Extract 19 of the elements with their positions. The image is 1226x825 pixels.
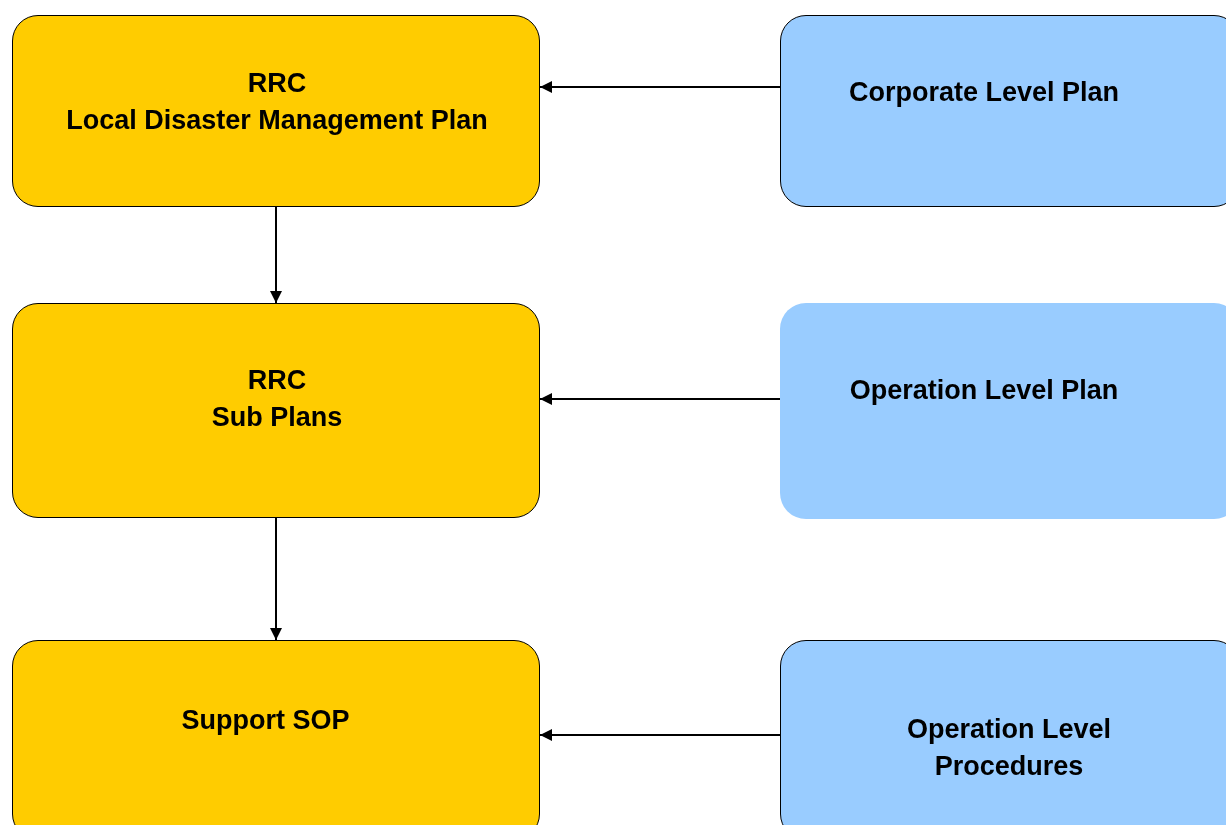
node-label: Operation Level Procedures	[905, 713, 1113, 783]
node-label: Support SOP	[181, 704, 350, 737]
node-label: RRC	[247, 67, 307, 100]
node-label: Corporate Level Plan	[848, 76, 1120, 109]
arrow	[539, 729, 781, 741]
arrow	[270, 206, 282, 304]
node-label: Sub Plans	[211, 401, 343, 434]
node-label: Operation Level Plan	[849, 374, 1119, 407]
arrow	[539, 393, 781, 405]
plan-box	[12, 640, 540, 825]
level-box	[780, 303, 1226, 519]
level-box	[780, 640, 1226, 825]
level-box	[780, 15, 1226, 207]
node-label: RRC	[247, 364, 307, 397]
plan-box	[12, 15, 540, 207]
plan-box	[12, 303, 540, 518]
arrow	[270, 517, 282, 641]
arrow	[539, 81, 781, 93]
node-label: Local Disaster Management Plan	[66, 104, 488, 137]
